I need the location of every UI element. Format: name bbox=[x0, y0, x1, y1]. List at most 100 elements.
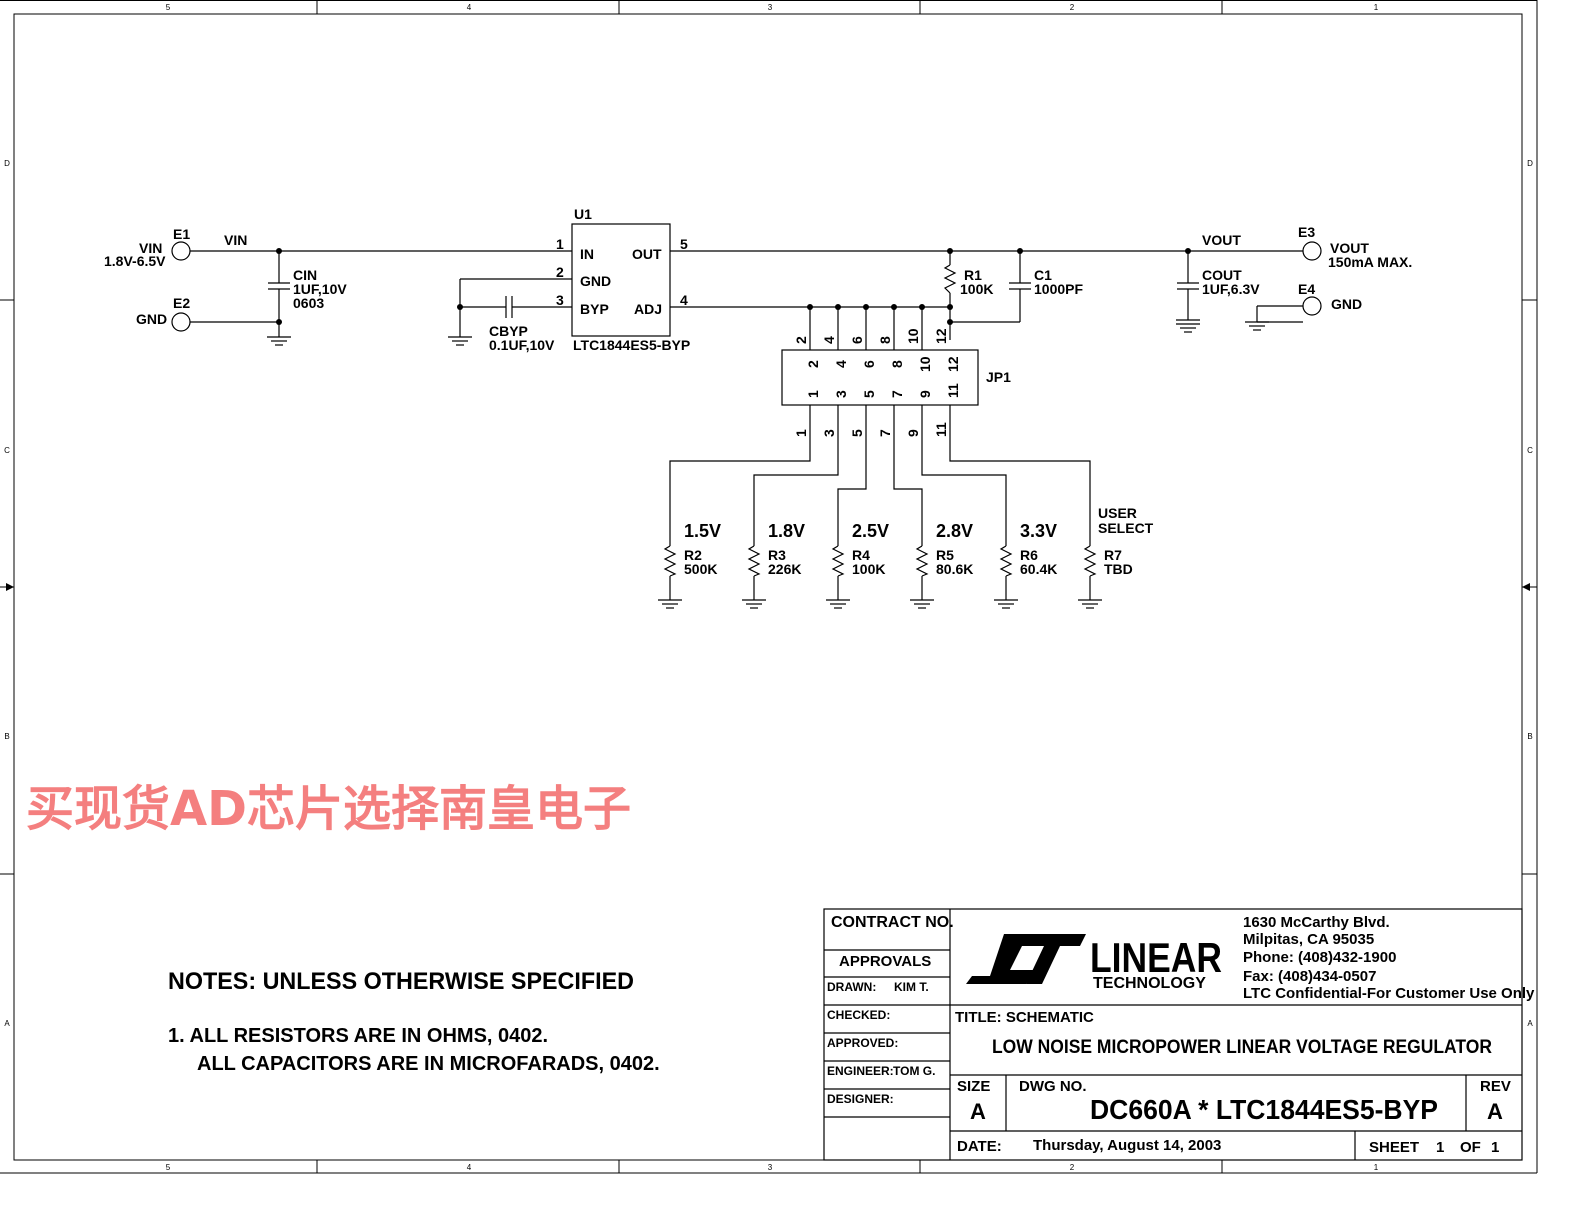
watermark-text: 买现货AD芯片选择南皇电子 bbox=[26, 781, 631, 837]
u1-pin-num: 3 bbox=[556, 292, 564, 308]
preset-voltage: 2.8V bbox=[936, 521, 973, 541]
phone: Phone: (408)432-1900 bbox=[1243, 949, 1396, 966]
engineer-label: ENGINEER: bbox=[827, 1064, 894, 1078]
notes-line1: 1. ALL RESISTORS ARE IN OHMS, 0402. bbox=[168, 1025, 548, 1047]
jp1-pin-num: 10 bbox=[905, 328, 921, 344]
capacitor-cout bbox=[1177, 282, 1199, 290]
approvals-label: APPROVALS bbox=[839, 953, 931, 970]
jp1-pin-num: 3 bbox=[833, 390, 849, 398]
jp1-pin-num: 12 bbox=[945, 356, 961, 372]
ic-u1-body bbox=[571, 223, 671, 337]
row-label: B bbox=[1527, 732, 1532, 741]
drawn-by: KIM T. bbox=[894, 980, 929, 994]
preset-voltage-line1: USER bbox=[1098, 505, 1137, 521]
address-line2: Milpitas, CA 95035 bbox=[1243, 931, 1374, 948]
preset-value: TBD bbox=[1104, 561, 1133, 577]
r1-value: 100K bbox=[960, 281, 993, 297]
jumper-jp1-body bbox=[781, 349, 979, 406]
border-column-labels: 5 4 3 2 1 5 4 3 2 1 bbox=[166, 3, 1379, 1172]
designer-label: DESIGNER: bbox=[827, 1092, 894, 1106]
jp1-pin-num: 8 bbox=[877, 336, 893, 344]
row-label: A bbox=[1527, 1019, 1533, 1028]
jp1-pin-num: 9 bbox=[917, 390, 933, 398]
ground-icon bbox=[994, 599, 1018, 609]
sheet-label: SHEET bbox=[1369, 1139, 1419, 1156]
of-label: OF bbox=[1460, 1139, 1481, 1156]
preset-value: 500K bbox=[684, 561, 717, 577]
col-label: 1 bbox=[1374, 3, 1379, 12]
row-label: B bbox=[4, 732, 9, 741]
col-label: 4 bbox=[467, 1163, 472, 1172]
u1-pin-byp: BYP bbox=[580, 301, 609, 317]
ground-icon bbox=[742, 599, 766, 609]
ground-icon bbox=[910, 599, 934, 609]
preset-resistors bbox=[663, 545, 1097, 577]
col-label: 1 bbox=[1374, 1163, 1379, 1172]
e1-label: E1 bbox=[173, 226, 190, 242]
c1-ref: C1 bbox=[1034, 267, 1052, 283]
net-vin: VIN bbox=[224, 232, 247, 248]
row-label: C bbox=[1527, 446, 1533, 455]
ground-icon bbox=[1245, 306, 1269, 331]
jp1-pin-num: 11 bbox=[945, 383, 961, 398]
preset-value: 80.6K bbox=[936, 561, 973, 577]
jp1-pin-num: 1 bbox=[805, 390, 821, 398]
e4-label: E4 bbox=[1298, 281, 1315, 297]
terminal-e1 bbox=[171, 241, 191, 261]
jp1-pin-num: 9 bbox=[905, 429, 921, 437]
preset-ref: R6 bbox=[1020, 547, 1038, 563]
jp1-pin-num: 12 bbox=[933, 328, 949, 344]
jp1-pin-num: 2 bbox=[805, 360, 821, 368]
resistor-r1 bbox=[943, 264, 957, 294]
r1-ref: R1 bbox=[964, 267, 982, 283]
logo-name: LINEAR bbox=[1090, 934, 1222, 981]
sheet-value: 1 bbox=[1436, 1139, 1444, 1156]
col-label: 5 bbox=[166, 3, 171, 12]
resistor-r7 bbox=[1083, 545, 1097, 577]
title-block bbox=[823, 908, 1523, 1161]
jp1-pin-num: 5 bbox=[861, 390, 877, 398]
capacitor-cin bbox=[268, 282, 290, 290]
vout-max: 150mA MAX. bbox=[1328, 254, 1412, 270]
jp1-pin-num: 4 bbox=[833, 360, 849, 368]
u1-part: LTC1844ES5-BYP bbox=[573, 337, 690, 353]
resistor-r2 bbox=[663, 545, 677, 577]
cout-ref: COUT bbox=[1202, 267, 1242, 283]
preset-ref: R4 bbox=[852, 547, 870, 563]
checked-label: CHECKED: bbox=[827, 1008, 890, 1022]
dwg-label: DWG NO. bbox=[1019, 1078, 1087, 1095]
preset-voltage: 3.3V bbox=[1020, 521, 1057, 541]
u1-pin-num: 5 bbox=[680, 236, 688, 252]
engineer-name: TOM G. bbox=[893, 1064, 935, 1078]
col-label: 3 bbox=[768, 1163, 773, 1172]
jp1-pin-num: 5 bbox=[849, 429, 865, 437]
ground-icon bbox=[267, 336, 291, 346]
preset-voltage: 1.8V bbox=[768, 521, 805, 541]
row-label: C bbox=[4, 446, 10, 455]
resistor-r3 bbox=[747, 545, 761, 577]
ground-icon bbox=[1078, 599, 1102, 609]
capacitor-c1 bbox=[1009, 282, 1031, 290]
row-label: D bbox=[4, 159, 10, 168]
capacitor-cbyp bbox=[505, 296, 513, 318]
resistor-r6 bbox=[999, 545, 1013, 577]
row-label: D bbox=[1527, 159, 1533, 168]
preset-value: 226K bbox=[768, 561, 801, 577]
notes-heading: NOTES: UNLESS OTHERWISE SPECIFIED bbox=[168, 968, 634, 995]
title-label: TITLE: SCHEMATIC bbox=[955, 1009, 1094, 1026]
ground-icon bbox=[658, 599, 682, 609]
jp1-labels: JP1 2 4 6 8 10 12 2 4 6 8 10 12 1 3 5 7 … bbox=[793, 328, 1011, 437]
terminal-e3 bbox=[1302, 241, 1322, 261]
u1-pin-out: OUT bbox=[632, 246, 662, 262]
u1-pin-adj: ADJ bbox=[634, 301, 662, 317]
preset-ref: R5 bbox=[936, 547, 954, 563]
net-vout: VOUT bbox=[1202, 232, 1241, 248]
jp1-ref: JP1 bbox=[986, 369, 1011, 385]
input-labels: E1 VIN 1.8V-6.5V VIN E2 GND CIN 1UF,10V … bbox=[104, 226, 347, 327]
address-line1: 1630 McCarthy Blvd. bbox=[1243, 914, 1390, 931]
date-label: DATE: bbox=[957, 1138, 1002, 1155]
u1-pin-gnd: GND bbox=[580, 273, 611, 289]
jp1-pin-num: 4 bbox=[821, 336, 837, 344]
u1-labels: U1 IN GND BYP OUT ADJ 1 2 3 4 5 LTC1844E… bbox=[489, 206, 690, 353]
